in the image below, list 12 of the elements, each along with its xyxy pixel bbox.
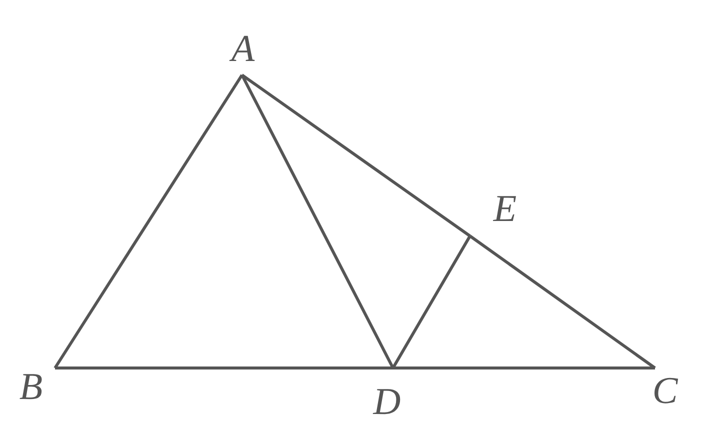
line-segment: [54, 74, 244, 369]
line-segment: [240, 74, 394, 369]
line-segment: [241, 74, 471, 238]
point-label: D: [370, 383, 404, 421]
point-label: B: [14, 368, 48, 406]
line-segment: [392, 235, 472, 369]
line-segment: [393, 366, 655, 370]
point-label: A: [226, 30, 260, 68]
point-label: E: [488, 190, 522, 228]
line-segment: [469, 234, 656, 370]
point-label: C: [648, 372, 682, 410]
line-segment: [55, 366, 393, 370]
